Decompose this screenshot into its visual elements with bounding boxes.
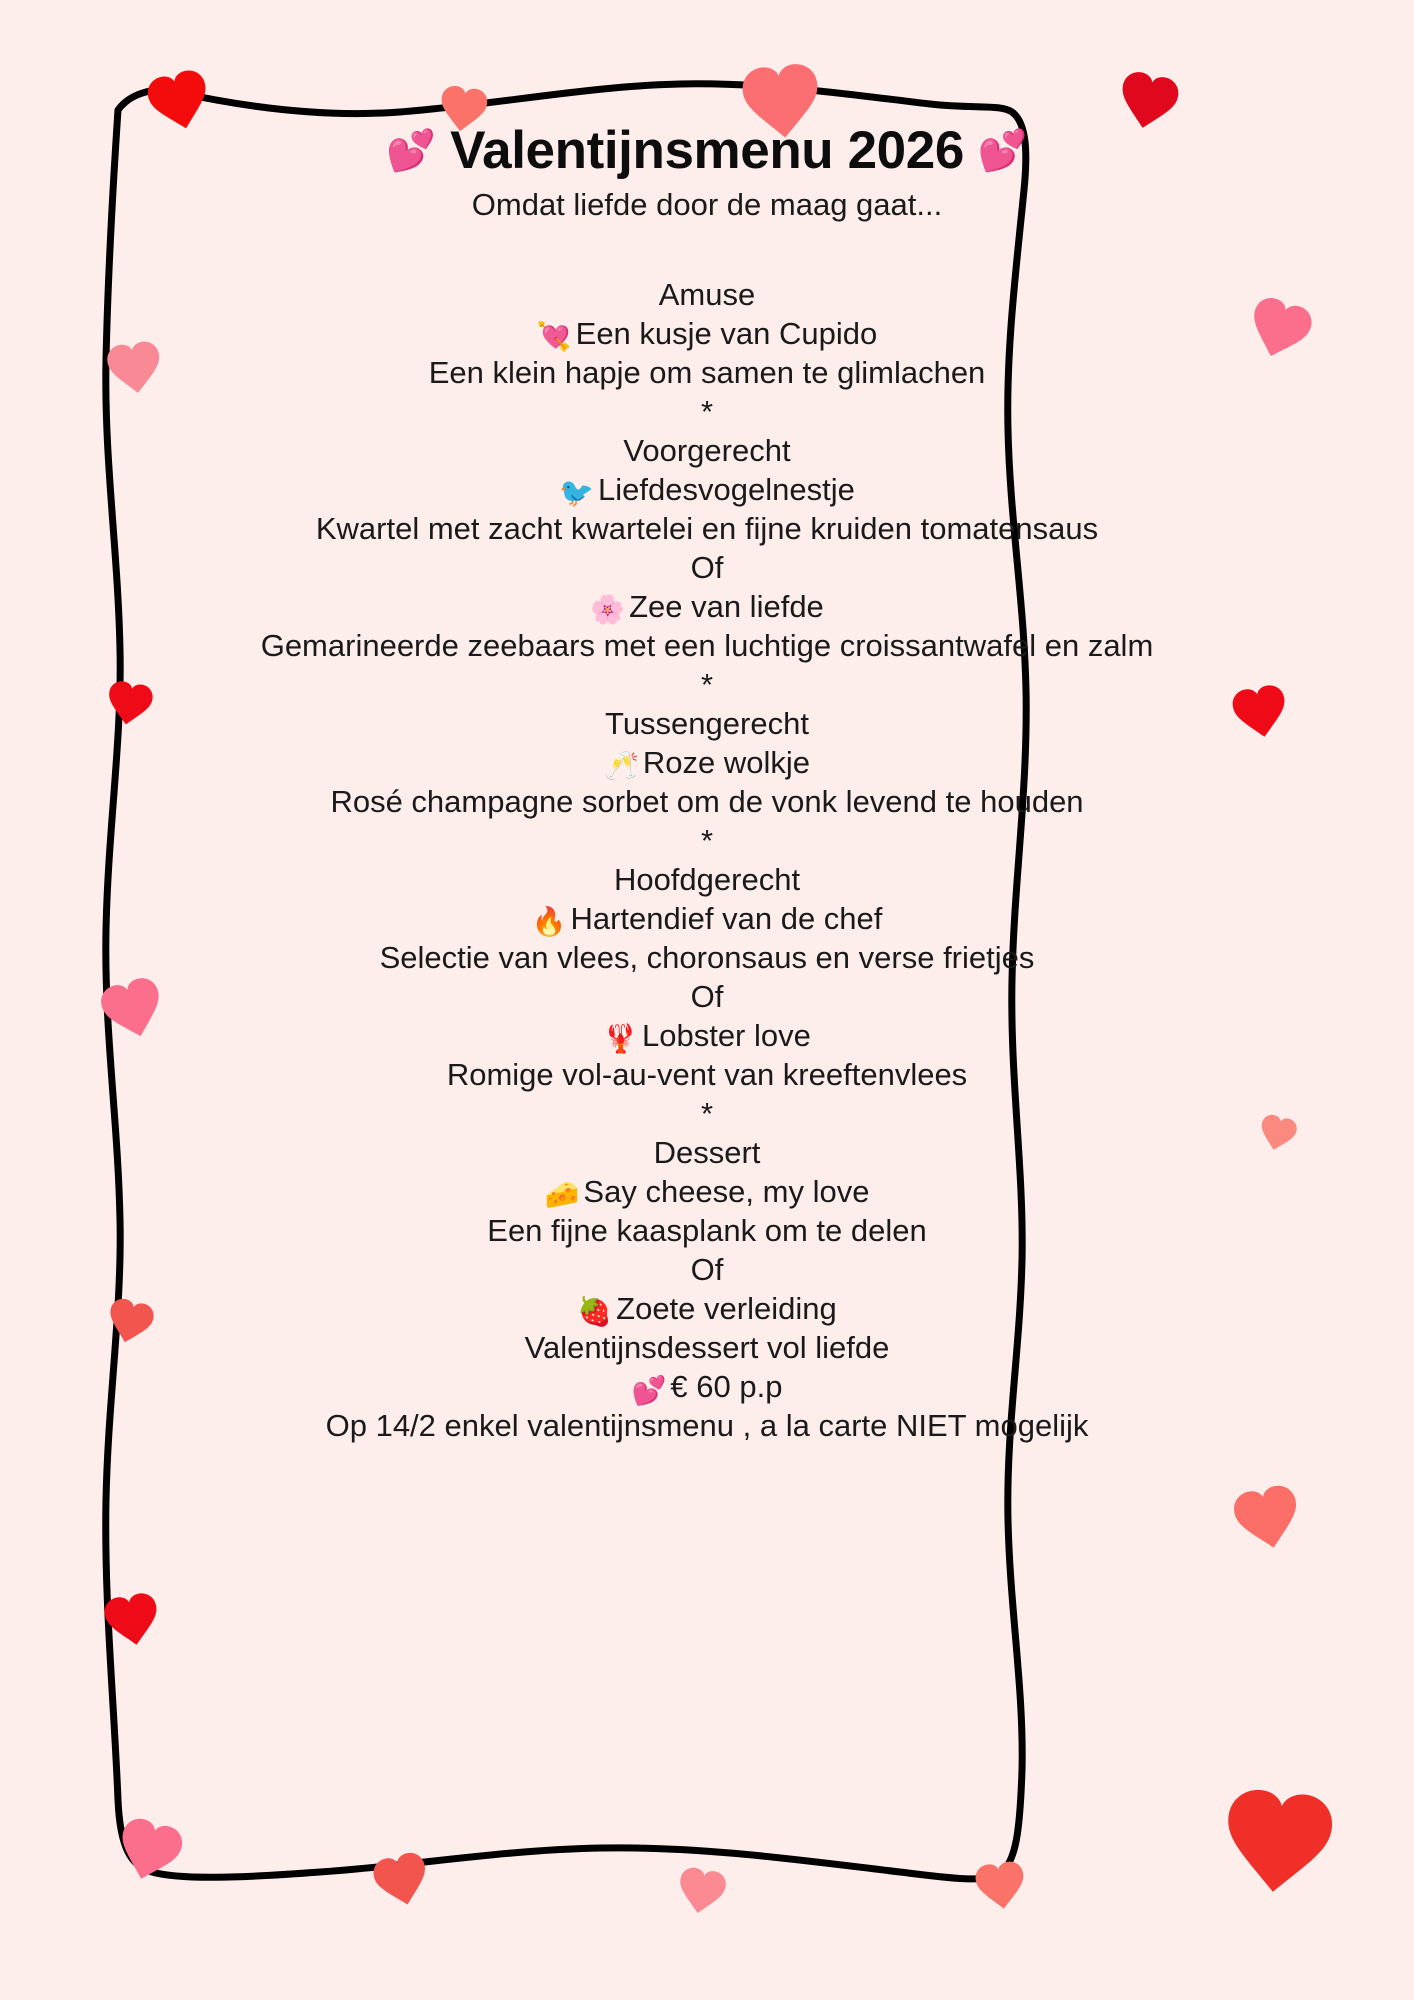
course-separator: * (700, 394, 714, 429)
dish-label: Roze wolkje (642, 745, 810, 780)
menu-content: 💕 Valentijnsmenu 2026 💕 Omdat liefde doo… (110, 120, 1304, 1445)
two-hearts-icon-price: 💕 (631, 1375, 667, 1406)
dish-label: Say cheese, my love (583, 1174, 870, 1209)
or-label: Of (690, 979, 724, 1014)
course-amuse: Amuse 💘Een kusje van Cupido Een klein ha… (110, 275, 1304, 392)
dish-label: Zee van liefde (629, 589, 824, 624)
strawberry-icon: 🍓 (577, 1296, 613, 1327)
dish-name: 🔥Hartendief van de chef (110, 899, 1304, 938)
course-heading: Dessert (653, 1135, 761, 1170)
two-hearts-icon-right: 💕 (977, 128, 1028, 173)
dish-description: Kwartel met zacht kwartelei en fijne kru… (315, 511, 1099, 546)
heart-with-arrow-icon: 💘 (536, 321, 572, 352)
price-line: 💕€ 60 p.p (110, 1367, 1304, 1406)
price-value: € 60 p.p (670, 1369, 783, 1404)
course-tussengerecht: Tussengerecht 🥂Roze wolkje Rosé champagn… (110, 704, 1304, 821)
dish-description: Een fijne kaasplank om te delen (487, 1213, 927, 1248)
dish-label: Een kusje van Cupido (575, 316, 878, 351)
fire-icon: 🔥 (531, 906, 567, 937)
menu-subtitle: Omdat liefde door de maag gaat... (471, 187, 943, 222)
dish-label: Liefdesvogelnestje (598, 472, 855, 507)
menu-note: Op 14/2 enkel valentijnsmenu , a la cart… (325, 1408, 1089, 1443)
lobster-icon: 🦞 (603, 1023, 638, 1054)
course-heading: Voorgerecht (623, 433, 791, 468)
dish-name: 🌸Zee van liefde (110, 587, 1304, 626)
dish-name: 🐦Liefdesvogelnestje (110, 470, 1304, 509)
two-hearts-icon-left: 💕 (386, 128, 437, 173)
course-separator: * (700, 667, 714, 702)
dish-description: Valentijnsdessert vol liefde (524, 1330, 890, 1365)
cheese-icon: 🧀 (544, 1179, 580, 1210)
or-label: Of (690, 1252, 724, 1287)
or-label: Of (690, 550, 724, 585)
dish-description: Romige vol-au-vent van kreeftenvlees (446, 1057, 968, 1092)
dish-description: Selectie van vlees, choronsaus en verse … (379, 940, 1035, 975)
dish-label: Hartendief van de chef (570, 901, 883, 936)
clinking-glasses-icon: 🥂 (604, 750, 639, 781)
bird-icon: 🐦 (559, 477, 595, 508)
page-title: Valentijnsmenu 2026 (450, 121, 964, 180)
dish-name: 🍓Zoete verleiding (110, 1289, 1304, 1328)
dish-name: 💘Een kusje van Cupido (110, 314, 1304, 353)
course-separator: * (700, 823, 714, 858)
dish-name: 🧀Say cheese, my love (110, 1172, 1304, 1211)
dish-label: Zoete verleiding (616, 1291, 837, 1326)
dish-label: Lobster love (641, 1018, 811, 1053)
course-separator: * (700, 1096, 714, 1131)
dish-name: 🥂Roze wolkje (110, 743, 1304, 782)
course-heading: Tussengerecht (605, 706, 809, 741)
course-hoofdgerecht: Hoofdgerecht 🔥Hartendief van de chef Sel… (110, 860, 1304, 1094)
dish-description: Rosé champagne sorbet om de vonk levend … (330, 784, 1084, 819)
course-heading: Hoofdgerecht (613, 862, 801, 897)
menu-title-row: 💕 Valentijnsmenu 2026 💕 (110, 120, 1304, 181)
dish-description: Een klein hapje om samen te glimlachen (428, 355, 986, 390)
course-voorgerecht: Voorgerecht 🐦Liefdesvogelnestje Kwartel … (110, 431, 1304, 665)
dish-name: 🦞Lobster love (110, 1016, 1304, 1055)
cherry-blossom-icon: 🌸 (590, 594, 626, 625)
dish-description: Gemarineerde zeebaars met een luchtige c… (260, 628, 1154, 663)
course-dessert: Dessert 🧀Say cheese, my love Een fijne k… (110, 1133, 1304, 1367)
course-heading: Amuse (658, 277, 756, 312)
